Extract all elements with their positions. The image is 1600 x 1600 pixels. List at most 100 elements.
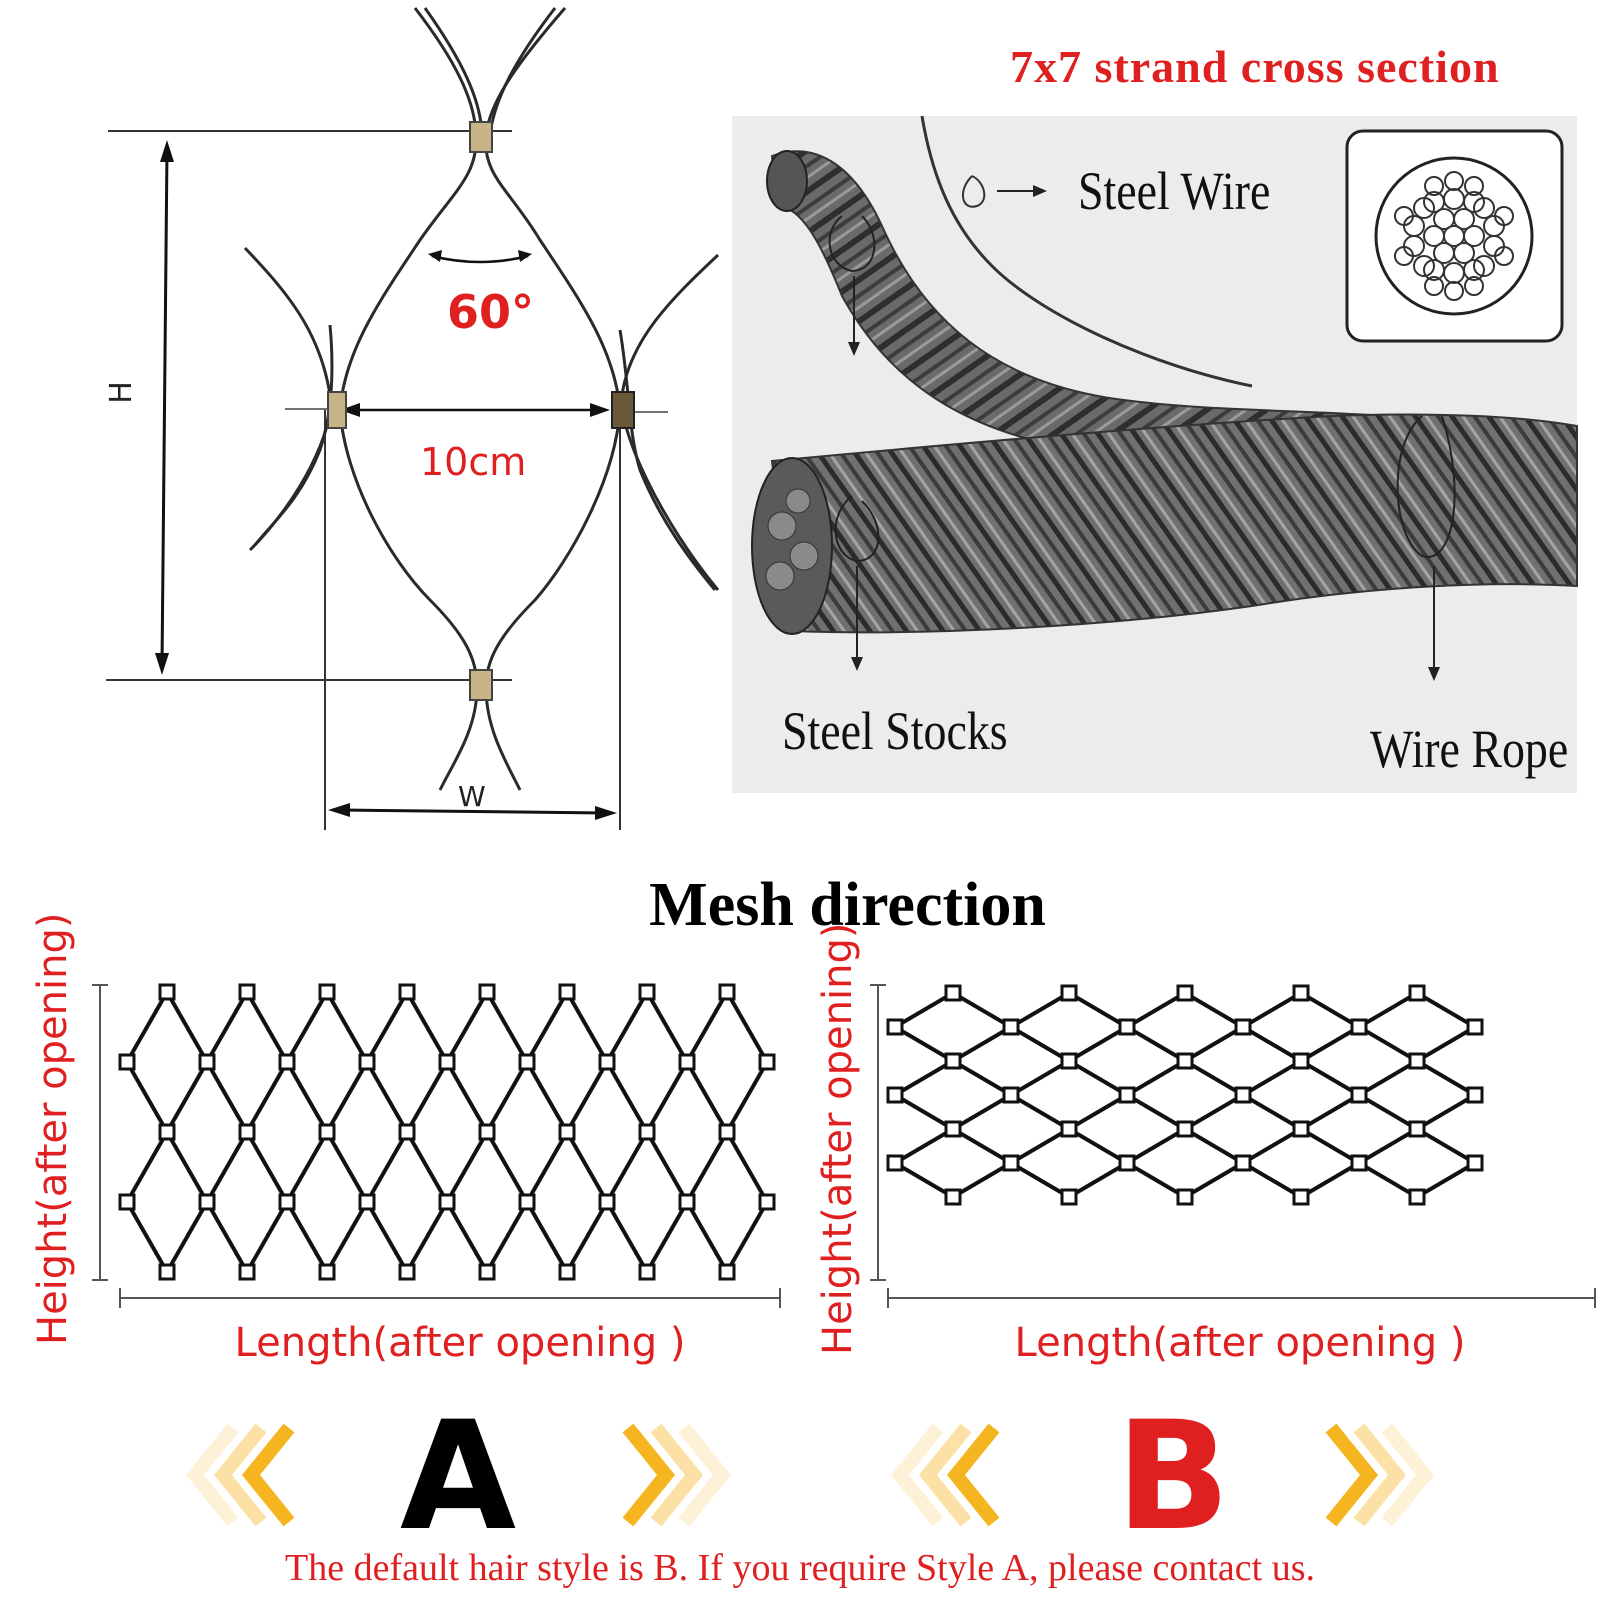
mesh-wire-segment (445, 1131, 489, 1203)
mesh-wire-segment (1009, 991, 1071, 1029)
mesh-wire-segment (1357, 991, 1419, 1029)
mesh-wire-segment (951, 1127, 1013, 1165)
mesh-a-ferrule (558, 1123, 576, 1141)
mesh-wire-segment (1415, 1059, 1477, 1097)
mesh-b-ferrule (1176, 1120, 1194, 1138)
mesh-wire-segment (1009, 1127, 1071, 1165)
mesh-wire-segment (1125, 1093, 1187, 1131)
style-b-length-label: Length(after opening ) (1014, 1320, 1466, 1366)
mesh-a-ferrule (718, 1263, 736, 1281)
footer-alt-style: A (1001, 1547, 1030, 1589)
mesh-wire-segment (1183, 1093, 1245, 1131)
mesh-wire-segment (1415, 1161, 1477, 1199)
mesh-wire-segment (1067, 1093, 1129, 1131)
mesh-wire-segment (565, 1201, 609, 1273)
mesh-b-ferrule (1466, 1154, 1484, 1172)
wire-rope-illustration (751, 115, 1578, 681)
style-a-length-label: Length(after opening ) (234, 1320, 686, 1366)
mesh-a-ferrule (438, 1193, 456, 1211)
mesh-style-b-diagram (870, 984, 1596, 1308)
mesh-wire-segment (1183, 991, 1245, 1029)
mesh-wire-segment (365, 1061, 409, 1133)
mesh-direction-heading: Mesh direction (649, 871, 1046, 939)
steel-wire-label: Steel Wire (1078, 161, 1271, 221)
mesh-wire-segment (445, 1201, 489, 1273)
mesh-b-ferrule (944, 1120, 962, 1138)
mesh-wire-segment (1415, 991, 1477, 1029)
style-a-height-label: Height(after opening) (30, 912, 76, 1345)
mesh-wire-segment (525, 1061, 569, 1133)
mesh-a-ferrule (518, 1053, 536, 1071)
mesh-b-ferrule (1176, 1188, 1194, 1206)
mesh-wire-segment (125, 991, 169, 1063)
mesh-b-ferrule (1002, 1154, 1020, 1172)
mesh-wire-segment (1067, 1059, 1129, 1097)
mesh-wire-segment (445, 1061, 489, 1133)
mesh-a-ferrule (158, 983, 176, 1001)
width-marker: W (458, 780, 486, 813)
mesh-a-ferrule (398, 1263, 416, 1281)
mesh-wire-segment (1067, 1161, 1129, 1199)
mesh-b-ferrule (1292, 1052, 1310, 1070)
mesh-wire-segment (405, 1131, 449, 1203)
mesh-wire-segment (125, 1061, 169, 1133)
mesh-wire-segment (485, 1061, 529, 1133)
mesh-wire-segment (1357, 1025, 1419, 1063)
mesh-wire-segment (725, 1131, 769, 1203)
mesh-a-ferrule (118, 1053, 136, 1071)
mesh-a-ferrule (718, 1123, 736, 1141)
mesh-wire-segment (285, 1201, 329, 1273)
wire-rope-label: Wire Rope (1370, 719, 1569, 779)
mesh-wire-segment (165, 1201, 209, 1273)
style-b-letter: B (1115, 1390, 1231, 1564)
mesh-b-ferrule (944, 1052, 962, 1070)
mesh-wire-segment (525, 1201, 569, 1273)
mesh-a-ferrule (558, 1263, 576, 1281)
mesh-b-ferrule (886, 1018, 904, 1036)
mesh-b-ferrule (1176, 1052, 1194, 1070)
mesh-wire-segment (893, 1127, 955, 1165)
mesh-a-ferrule (398, 1123, 416, 1141)
mesh-wire-segment (1357, 1093, 1419, 1131)
mesh-a-ferrule (198, 1193, 216, 1211)
mesh-b-ferrule (1350, 1018, 1368, 1036)
mesh-wire-segment (1357, 1127, 1419, 1165)
mesh-a-ferrule (358, 1053, 376, 1071)
mesh-wire-segment (1241, 1093, 1303, 1131)
mesh-b-ferrule (1060, 1120, 1078, 1138)
mesh-wire-segment (685, 1131, 729, 1203)
mesh-wire-segment (605, 1061, 649, 1133)
mesh-wire-segment (165, 1131, 209, 1203)
mesh-wire-segment (1009, 1161, 1071, 1199)
mesh-wire-segment (645, 1061, 689, 1133)
mesh-cell-diagram (106, 7, 720, 830)
mesh-wire-segment (1067, 1025, 1129, 1063)
mesh-wire-segment (1357, 1059, 1419, 1097)
mesh-wire-segment (485, 1131, 529, 1203)
mesh-wire-segment (205, 1201, 249, 1273)
mesh-wire-segment (285, 991, 329, 1063)
mesh-wire-segment (1183, 1161, 1245, 1199)
mesh-a-ferrule (478, 983, 496, 1001)
mesh-wire-segment (1241, 1059, 1303, 1097)
mesh-a-ferrule (238, 1263, 256, 1281)
mesh-a-ferrule (158, 1123, 176, 1141)
mesh-b-ferrule (1350, 1086, 1368, 1104)
style-b-chevrons-right (1325, 1423, 1435, 1527)
mesh-wire-segment (245, 1131, 289, 1203)
mesh-b-ferrule (1060, 1052, 1078, 1070)
mesh-wire-segment (485, 1201, 529, 1273)
mesh-a-ferrule (478, 1263, 496, 1281)
mesh-wire-segment (1299, 1059, 1361, 1097)
mesh-wire-segment (325, 1061, 369, 1133)
style-a-letter: A (399, 1390, 517, 1564)
mesh-wire-segment (1009, 1059, 1071, 1097)
mesh-wire-segment (1125, 1161, 1187, 1199)
mesh-wire-segment (165, 1061, 209, 1133)
mesh-wire-segment (285, 1061, 329, 1133)
mesh-a-ferrule (678, 1053, 696, 1071)
mesh-wire-segment (325, 1131, 369, 1203)
mesh-b-ferrule (1292, 1120, 1310, 1138)
mesh-a-ferrule (438, 1053, 456, 1071)
mesh-a-ferrule (638, 983, 656, 1001)
